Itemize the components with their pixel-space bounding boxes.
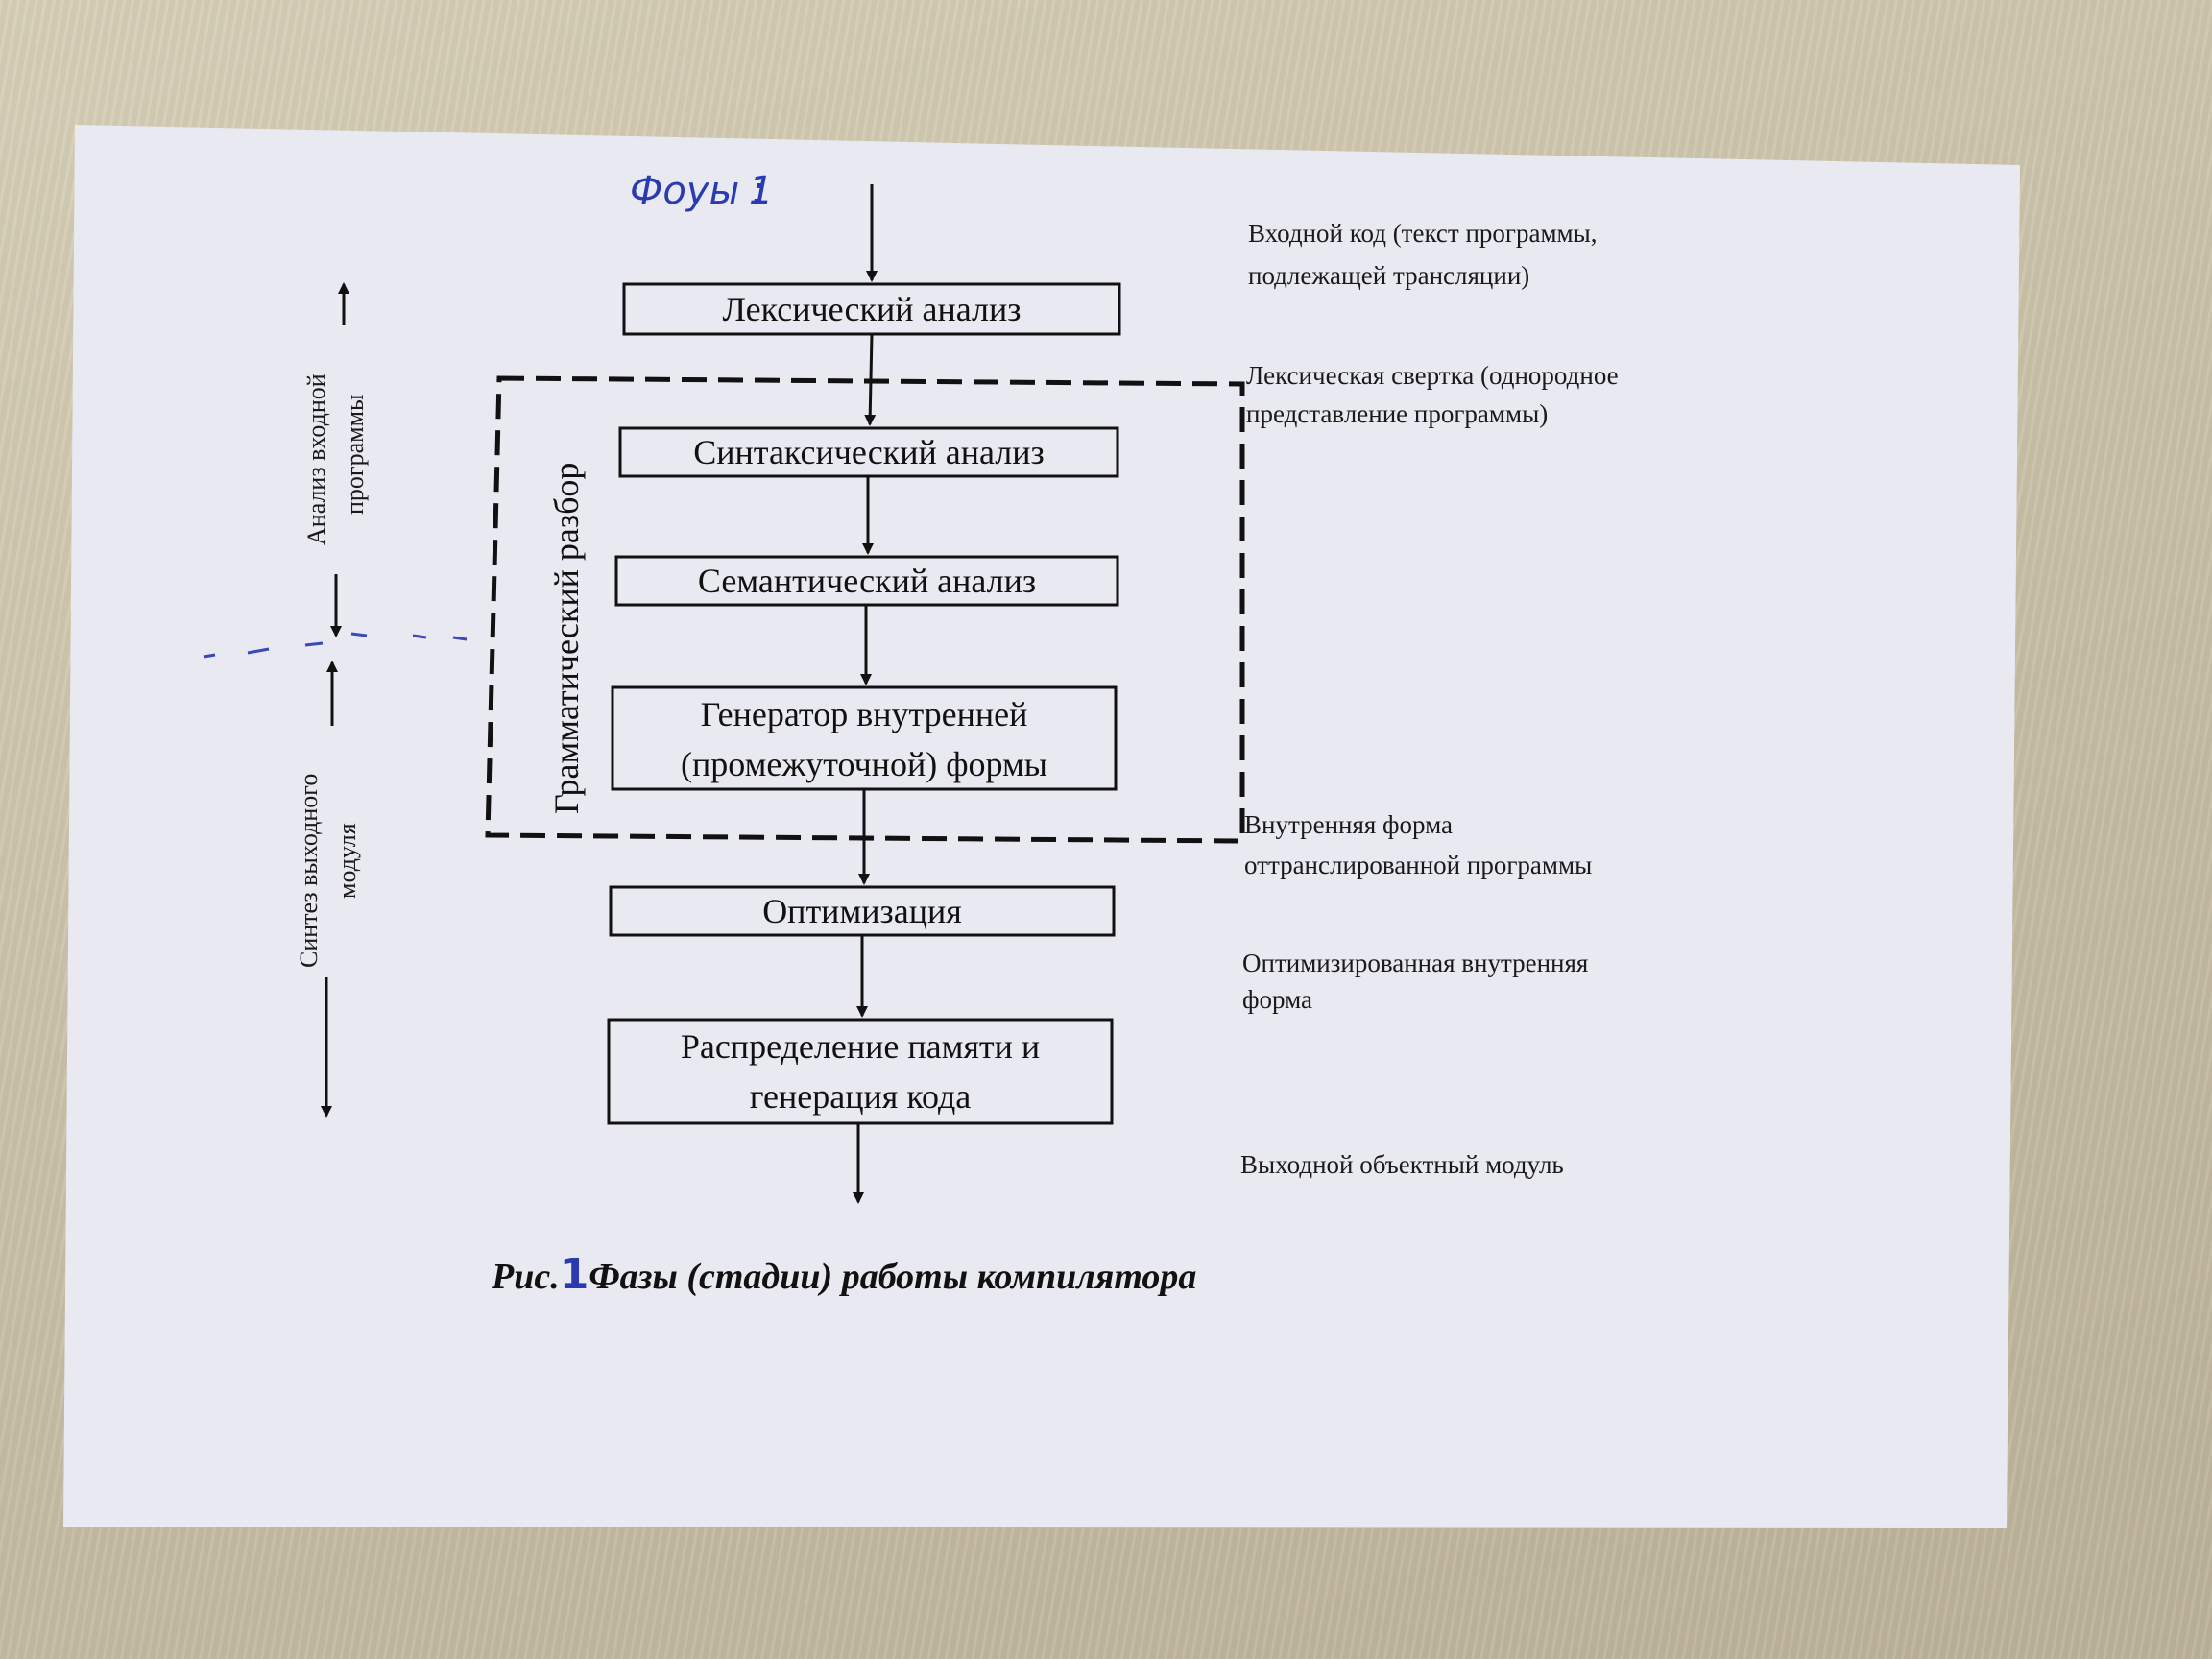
note-lexical-convolution: Лексическая свертка (однородное представ… — [1246, 361, 1619, 428]
phase-label-line2: генерация кода — [750, 1077, 972, 1116]
note-line1: Входной код (текст программы, — [1248, 219, 1598, 248]
phase-ir-generator: Генератор внутренней (промежуточной) фор… — [611, 685, 1118, 791]
analysis-label-line1: Анализ входной — [302, 373, 330, 545]
note-line1: Внутренняя форма — [1244, 810, 1453, 839]
note-output-module: Выходной объектный модуль — [1240, 1150, 1564, 1179]
phase-label-line2: (промежуточной) формы — [681, 745, 1047, 783]
phase-label: Лексический анализ — [723, 290, 1022, 328]
note-line2: оттранслированной программы — [1244, 851, 1592, 879]
analysis-side-arrow: Анализ входной программы — [302, 282, 369, 637]
synthesis-label-line1: Синтез выходного — [295, 774, 323, 968]
note-input-code: Входной код (текст программы, подлежащей… — [1248, 219, 1598, 290]
caption-text: Рис.1Фазы (стадии) работы компилятора — [491, 1250, 1196, 1299]
phase-label-line1: Распределение памяти и — [681, 1027, 1040, 1066]
note-line1: Выходной объектный модуль — [1240, 1150, 1564, 1179]
note-line1: Оптимизированная внутренняя — [1242, 949, 1588, 977]
note-line1: Лексическая свертка (однородное — [1246, 361, 1619, 390]
phase-label: Семантический анализ — [698, 562, 1036, 600]
caption-prefix: Рис. — [491, 1257, 560, 1297]
phase-label-line1: Генератор внутренней — [701, 695, 1028, 733]
phase-semantic: Семантический анализ — [614, 555, 1119, 607]
note-line2: подлежащей трансляции) — [1248, 261, 1529, 290]
paper-sheet — [63, 125, 2020, 1528]
phase-lexical: Лексический анализ — [622, 282, 1121, 336]
grammar-group-frame — [485, 375, 1245, 844]
caption-title: Фазы (стадии) работы компилятора — [589, 1257, 1196, 1297]
phase-syntax: Синтаксический анализ — [618, 426, 1119, 478]
handwritten-note: Фоуы : — [630, 169, 764, 213]
analysis-label-line2: программы — [341, 395, 369, 516]
handwritten-divider-marks — [203, 632, 468, 659]
phase-codegen: Распределение памяти и генерация кода — [607, 1018, 1114, 1125]
synthesis-label-line2: модуля — [333, 823, 361, 899]
phase-box — [607, 1018, 1114, 1125]
note-line2: форма — [1242, 985, 1312, 1014]
note-line2: представление программы) — [1246, 399, 1548, 428]
caption-number: 1 — [560, 1250, 589, 1299]
phase-label: Синтаксический анализ — [693, 433, 1045, 471]
arrow-lex-syn — [864, 333, 877, 426]
figure-caption: Рис.1Фазы (стадии) работы компилятора — [491, 1250, 1196, 1299]
note-optimized-form: Оптимизированная внутренняя форма — [1242, 949, 1588, 1014]
phase-label: Оптимизация — [762, 892, 962, 930]
note-internal-form: Внутренняя форма оттранслированной прогр… — [1244, 810, 1592, 879]
grammar-group-label: Грамматический разбор — [547, 463, 586, 814]
handwritten-number: 1 — [749, 169, 773, 213]
synthesis-side-arrow: Синтез выходного модуля — [295, 661, 361, 1118]
